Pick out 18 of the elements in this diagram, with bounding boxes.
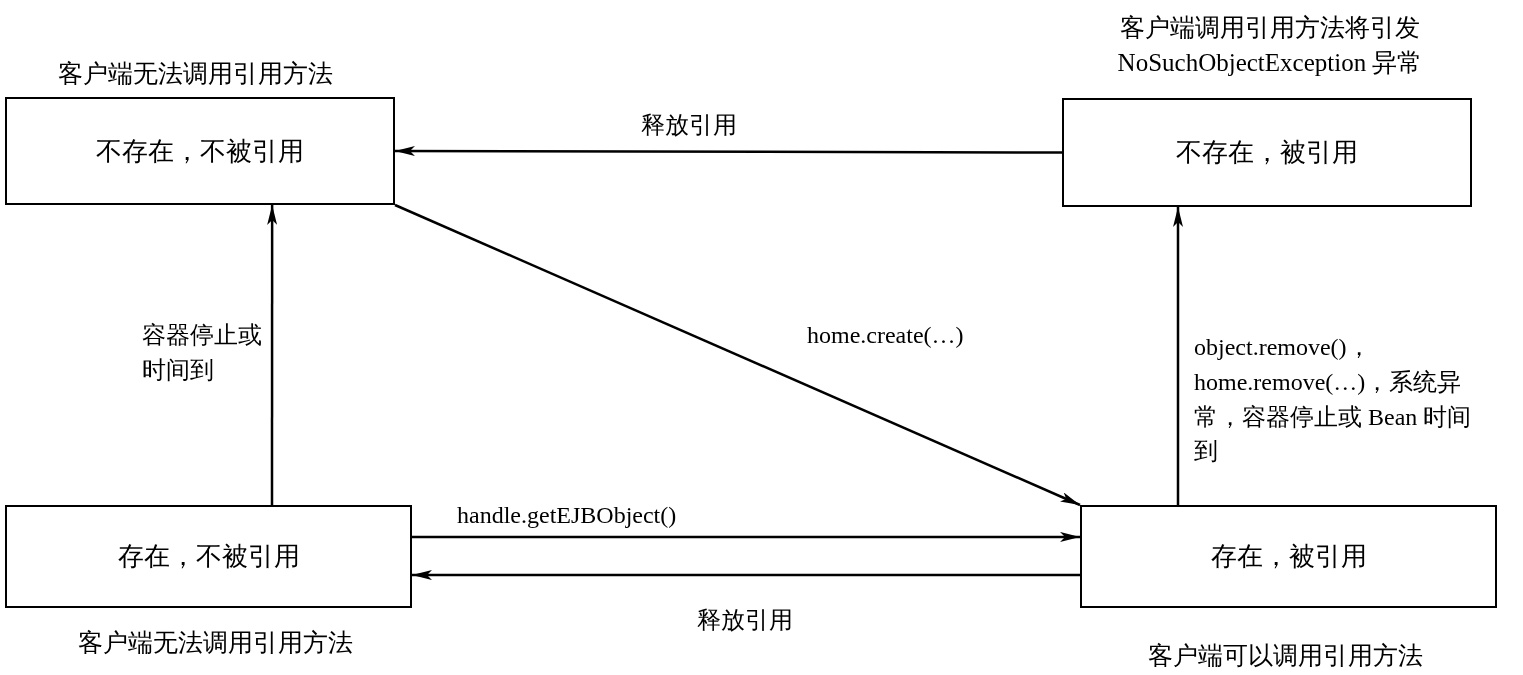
arrow <box>267 205 278 505</box>
state-note: 客户端无法调用引用方法 <box>56 59 334 89</box>
arrow <box>395 146 1062 157</box>
state-label: 不存在，被引用 <box>1176 137 1358 169</box>
state-note: 客户端无法调用引用方法 <box>76 628 354 658</box>
state-label: 存在，不被引用 <box>117 541 300 573</box>
state-note: 客户端可以调用引用方法 <box>1146 641 1424 671</box>
state-box <box>1080 505 1497 608</box>
arrow <box>1173 207 1184 505</box>
state-box <box>5 505 412 608</box>
state-label: 不存在，不被引用 <box>96 135 304 168</box>
arrow <box>412 570 1080 581</box>
state-box <box>1062 98 1472 207</box>
arrow <box>412 531 1080 542</box>
state-box <box>5 97 395 205</box>
state-note: 客户端调用引用方法将引发 NoSuchObjectException 异常 <box>1116 13 1424 78</box>
state-label: 存在，被引用 <box>1210 541 1367 573</box>
arrow <box>394 203 1081 507</box>
